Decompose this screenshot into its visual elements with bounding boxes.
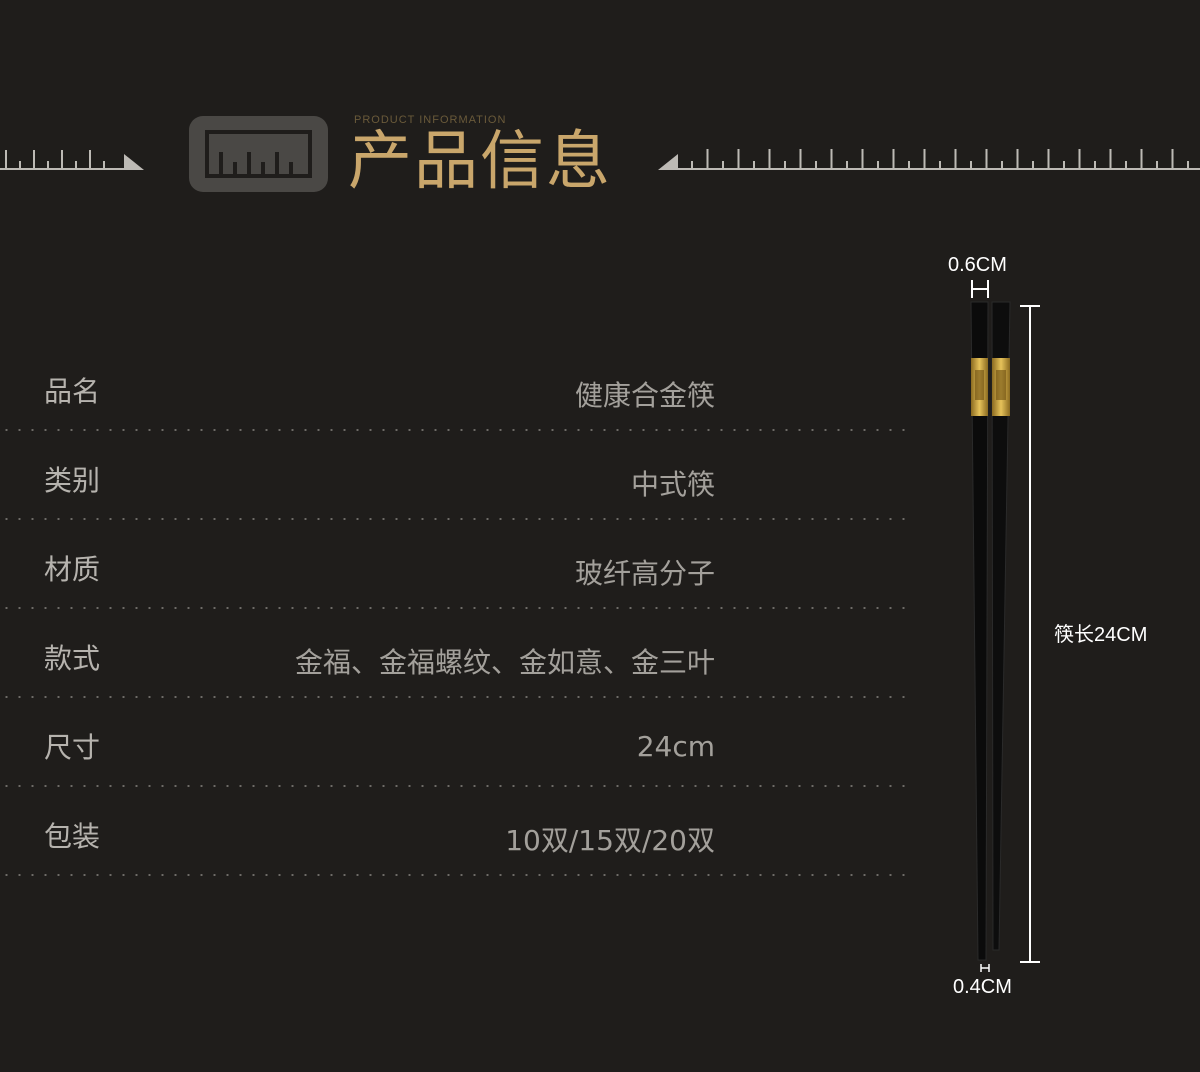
spec-value: 中式筷 (630, 468, 715, 501)
spec-table: 品名 健康合金筷 类别 中式筷 材质 玻纤高分子 款式 金福、金福螺纹、金如意、… (0, 342, 915, 876)
spec-row: 材质 玻纤高分子 (0, 520, 915, 609)
dotted-divider (0, 518, 915, 520)
ruler-icon (189, 116, 328, 192)
spec-row: 尺寸 24cm (0, 698, 915, 787)
spec-label: 类别 (44, 464, 101, 497)
spec-row: 包装 10双/15双/20双 (0, 787, 915, 876)
spec-label: 尺寸 (44, 731, 101, 764)
ruler-right-decoration (658, 149, 1200, 170)
spec-value: 10双/15双/20双 (505, 824, 715, 857)
length-label: 筷长24CM (1054, 624, 1148, 646)
dotted-divider (0, 429, 915, 431)
chopsticks-diagram: 0.6CM 筷长24CM 0.4CM (940, 250, 1180, 1010)
chopsticks-image (970, 280, 1040, 972)
spec-value: 健康合金筷 (574, 379, 715, 412)
section-title: 产品信息 (348, 125, 612, 199)
spec-row: 品名 健康合金筷 (0, 342, 915, 431)
section-subtitle: PRODUCT INFORMATION (354, 114, 507, 126)
spec-value: 金福、金福螺纹、金如意、金三叶 (294, 646, 715, 679)
spec-label: 包装 (44, 820, 101, 853)
spec-label: 材质 (44, 553, 101, 586)
ruler-left-decoration (0, 150, 144, 170)
spec-row: 款式 金福、金福螺纹、金如意、金三叶 (0, 609, 915, 698)
top-width-label: 0.6CM (948, 254, 1007, 276)
spec-label: 品名 (44, 375, 101, 408)
spec-value: 玻纤高分子 (574, 557, 715, 590)
spec-value: 24cm (636, 730, 715, 763)
dotted-divider (0, 607, 915, 609)
dotted-divider (0, 696, 915, 698)
dotted-divider (0, 785, 915, 787)
tip-width-label: 0.4CM (953, 976, 1012, 998)
spec-row: 类别 中式筷 (0, 431, 915, 520)
dotted-divider (0, 874, 915, 876)
spec-label: 款式 (44, 642, 101, 675)
